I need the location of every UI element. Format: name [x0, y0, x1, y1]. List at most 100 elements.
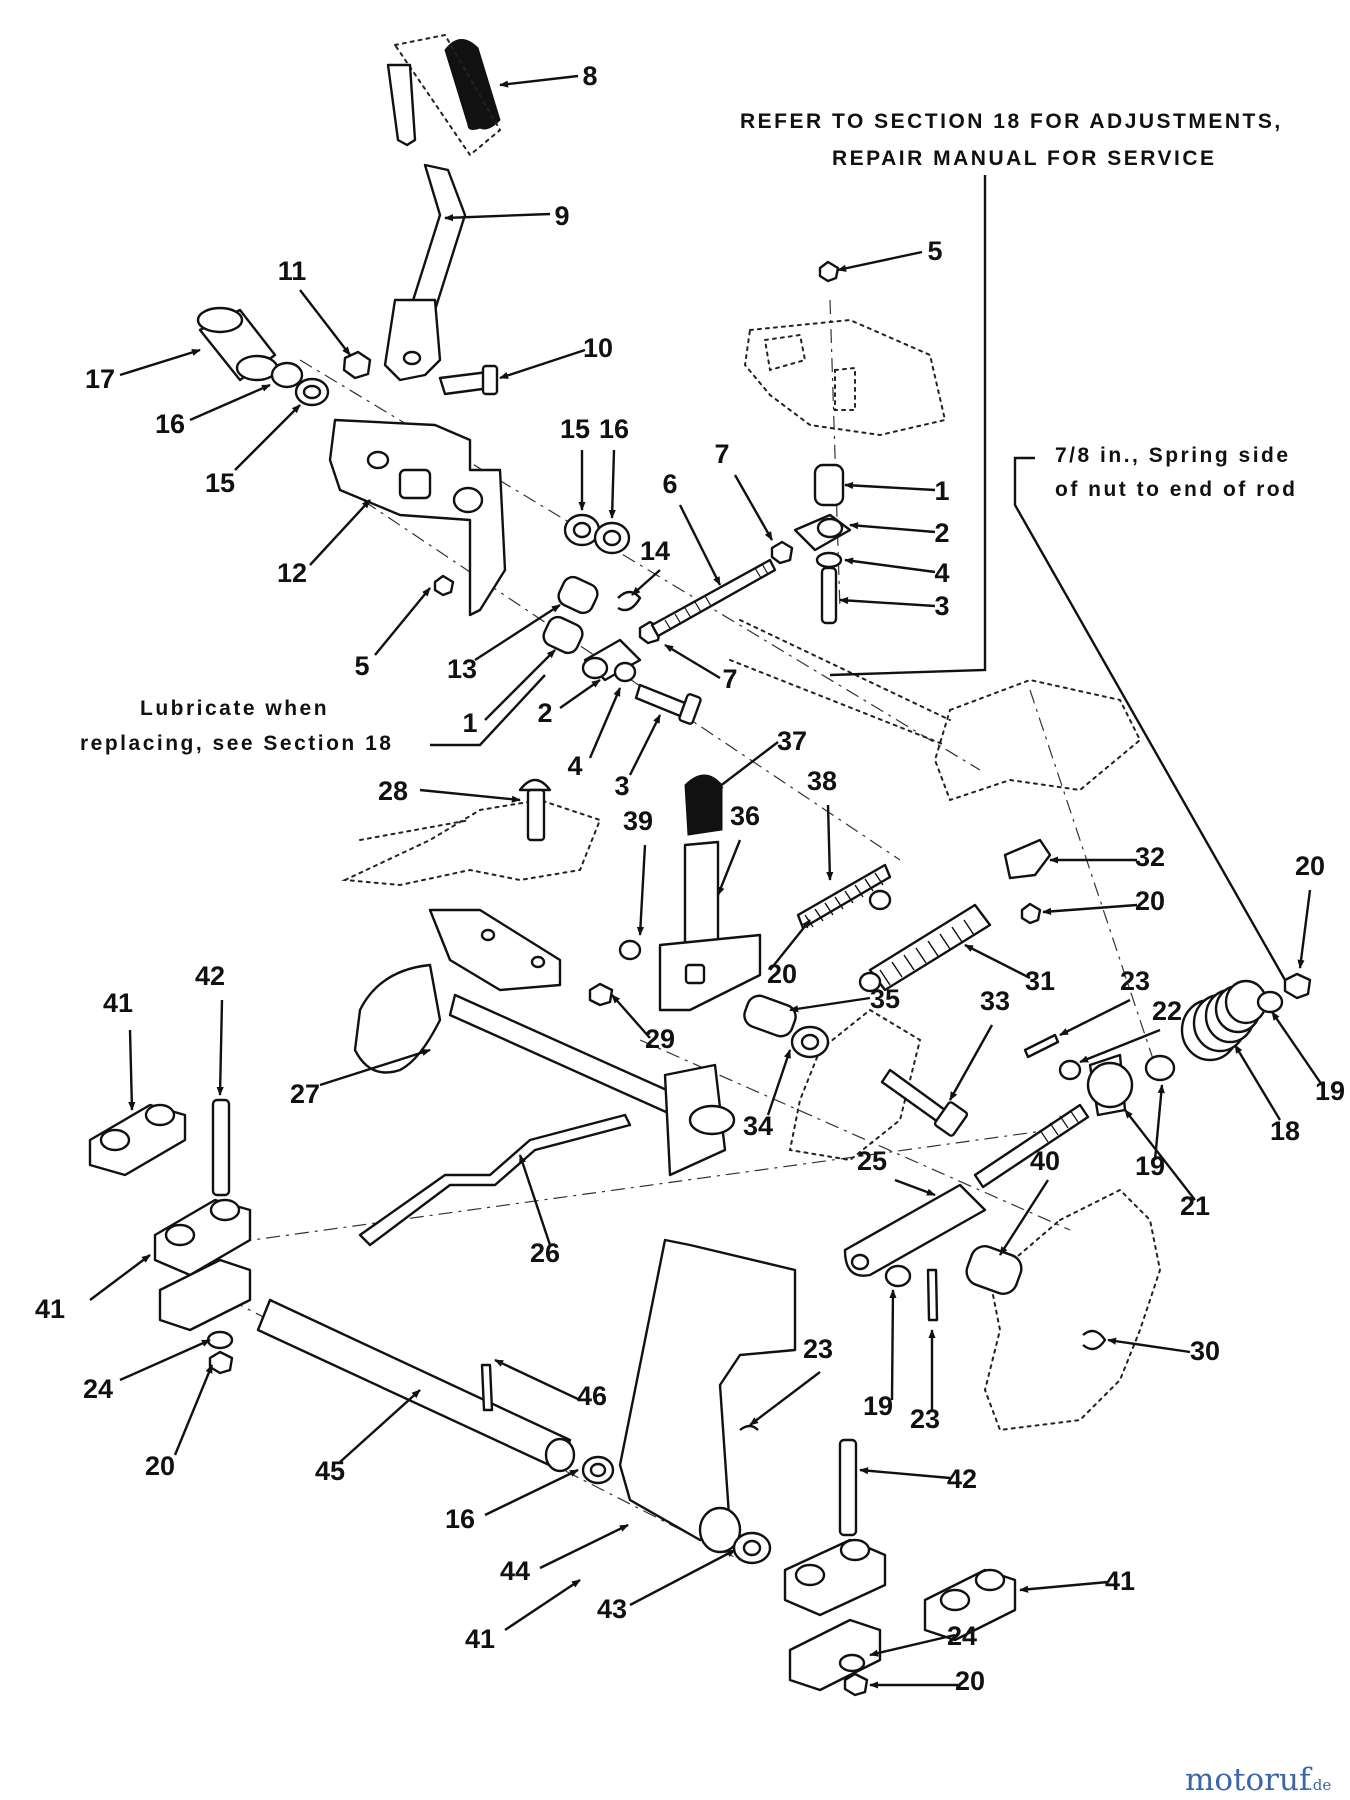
callout-number: 23 [803, 1334, 833, 1364]
watermark-brand: motoruf [1185, 1762, 1313, 1798]
callout-number: 38 [807, 766, 837, 796]
callout-number: 24 [947, 1621, 977, 1651]
callout-number: 9 [554, 201, 569, 231]
spacer-35-part [743, 994, 797, 1038]
callout-number: 37 [777, 726, 807, 756]
callout-number: 46 [577, 1381, 607, 1411]
callout-number: 32 [1135, 842, 1165, 872]
bolt-3-part [634, 683, 702, 725]
callout-41: 41 [465, 1579, 581, 1654]
callout-arrow [1271, 1011, 1323, 1086]
callout-4: 4 [844, 557, 950, 588]
bolt-33-part [880, 1068, 969, 1137]
rod-6-part [650, 558, 777, 638]
callout-7: 7 [714, 439, 774, 541]
watermark-tld: .de [1308, 1776, 1331, 1794]
callout-arrow [419, 788, 521, 803]
callout-25: 25 [857, 1146, 936, 1197]
callout-3: 3 [839, 591, 950, 621]
callout-arrow [474, 603, 561, 662]
callout-19: 19 [863, 1289, 897, 1421]
rod-end-2-part [581, 638, 642, 682]
collar-21-part [1086, 1053, 1134, 1117]
callout-1: 1 [462, 649, 556, 738]
callout-5: 5 [354, 587, 431, 681]
callout-number: 19 [1315, 1076, 1345, 1106]
callout-number: 28 [378, 776, 408, 806]
callout-43: 43 [597, 1548, 736, 1624]
callout-36: 36 [716, 801, 760, 896]
nut-20b-part [1283, 972, 1312, 1000]
callout-arrow [964, 943, 1031, 980]
nut-20-part [1020, 902, 1042, 925]
callout-7: 7 [664, 643, 738, 694]
callout-19: 19 [1135, 1084, 1165, 1181]
callout-number: 13 [447, 654, 477, 684]
callout-number: 24 [83, 1374, 113, 1404]
washer-4b-part [815, 551, 843, 569]
callout-40: 40 [998, 1146, 1060, 1256]
callout-arrow [948, 1024, 994, 1101]
bolt-42b-part [838, 1438, 858, 1537]
callout-15: 15 [560, 414, 590, 511]
callout-arrow [189, 383, 271, 422]
callout-arrow [494, 1358, 581, 1402]
callout-34: 34 [743, 1049, 792, 1141]
nut-20c-part [208, 1350, 234, 1375]
washer-19-part [1144, 1054, 1176, 1082]
callout-number: 20 [1135, 886, 1165, 916]
callout-number: 16 [155, 409, 185, 439]
callout-arrow [678, 504, 722, 586]
note-spring-side-line2: of nut to end of rod [1055, 478, 1297, 501]
callout-39: 39 [623, 806, 653, 936]
callout-46: 46 [494, 1358, 607, 1411]
callout-20: 20 [145, 1364, 214, 1481]
rod-26-part [358, 1113, 632, 1247]
callout-arrow [234, 404, 301, 471]
callout-number: 16 [445, 1504, 475, 1534]
callout-number: 23 [910, 1404, 940, 1434]
callout-24: 24 [869, 1621, 977, 1657]
callout-arrow [1079, 1028, 1161, 1064]
spring-31-part [858, 903, 992, 993]
pin-23c-part [739, 1424, 759, 1431]
rod-end-2b-part [793, 513, 852, 552]
callout-20: 20 [767, 919, 811, 989]
callout-number: 6 [662, 469, 677, 499]
callout-4: 4 [567, 687, 622, 781]
callout-27: 27 [290, 1048, 431, 1109]
callout-arrow [119, 1338, 211, 1382]
callout-arrow [1019, 1580, 1109, 1593]
callout-number: 17 [85, 364, 115, 394]
callout-2: 2 [537, 679, 601, 728]
nut-7b-part [770, 540, 794, 565]
nut-20d-part [843, 1672, 869, 1697]
callout-number: 15 [205, 468, 235, 498]
washer-24a-part [206, 1330, 234, 1350]
callout-15: 15 [205, 404, 301, 498]
callout-number: 42 [195, 961, 225, 991]
callout-12: 12 [277, 499, 371, 588]
washer-39-part [618, 939, 642, 961]
callout-number: 44 [500, 1556, 530, 1586]
washer-22-part [1058, 1059, 1082, 1081]
bolt-3b-part [820, 566, 838, 625]
clamp-41b-part [153, 1198, 252, 1277]
callout-arrow [1042, 903, 1138, 915]
callout-number: 10 [583, 333, 613, 363]
callout-number: 5 [354, 651, 369, 681]
callout-number: 39 [623, 806, 653, 836]
callout-9: 9 [444, 201, 570, 231]
callout-arrow [484, 649, 556, 721]
callout-number: 15 [560, 414, 590, 444]
callout-number: 41 [465, 1624, 495, 1654]
callout-arrow [1297, 889, 1312, 969]
callout-arrow [119, 348, 201, 377]
callout-arrow [749, 1371, 821, 1426]
part-artwork [88, 33, 1312, 1697]
callout-number: 16 [599, 414, 629, 444]
frame-phantom-parts [341, 318, 1162, 1432]
nut-5-part [818, 260, 840, 283]
callout-arrow [339, 1389, 421, 1463]
clamp-41e-part [788, 1618, 882, 1692]
